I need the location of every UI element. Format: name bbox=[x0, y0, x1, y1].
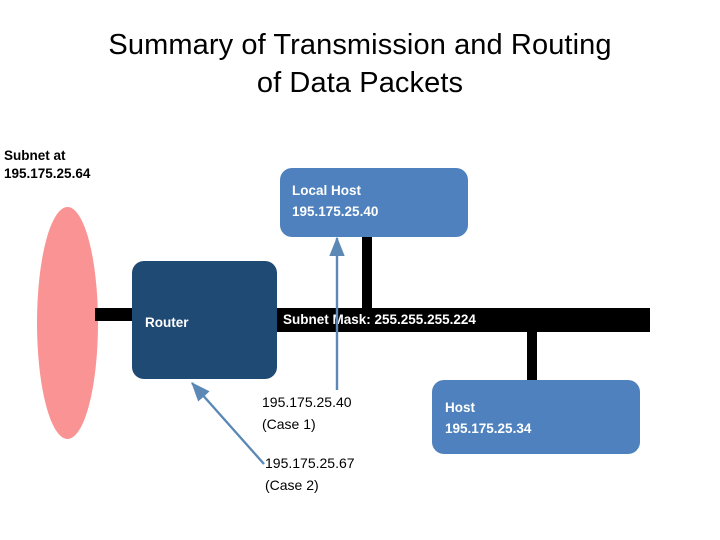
page-title: Summary of Transmission and Routing of D… bbox=[30, 26, 690, 102]
bus-segment-subnet-to-router bbox=[95, 308, 135, 321]
arrow-upleft-icon bbox=[191, 382, 265, 465]
node-host: Host 195.175.25.34 bbox=[432, 380, 640, 454]
bus-segment-main bbox=[277, 308, 650, 332]
node-host-address: 195.175.25.34 bbox=[445, 421, 532, 436]
case2-address: 195.175.25.67 bbox=[265, 455, 355, 471]
case1-address: 195.175.25.40 bbox=[262, 394, 352, 410]
subnet-ellipse-shape bbox=[37, 207, 98, 439]
case1-annotation: 195.175.25.40 (Case 1) bbox=[262, 391, 352, 435]
node-router-name: Router bbox=[145, 315, 189, 330]
title-line-1: Summary of Transmission and Routing bbox=[108, 29, 612, 61]
bus-link-host bbox=[527, 330, 537, 381]
node-local-host: Local Host 195.175.25.40 bbox=[280, 168, 468, 237]
subnet-at-label-line-2: 195.175.25.64 bbox=[4, 166, 91, 181]
bus-link-local-host bbox=[362, 233, 372, 309]
node-host-name: Host bbox=[445, 400, 475, 415]
case2-annotation: 195.175.25.67 (Case 2) bbox=[265, 452, 355, 496]
case1-caption: (Case 1) bbox=[262, 416, 316, 432]
case2-caption: (Case 2) bbox=[265, 477, 319, 493]
subnet-at-label: Subnet at 195.175.25.64 bbox=[4, 147, 90, 183]
title-line-2: of Data Packets bbox=[256, 67, 464, 99]
subnet-mask-label: Subnet Mask: 255.255.255.224 bbox=[283, 312, 476, 327]
node-local-host-address: 195.175.25.40 bbox=[292, 204, 379, 219]
node-local-host-name: Local Host bbox=[292, 183, 362, 198]
node-router: Router bbox=[132, 261, 277, 379]
subnet-at-label-line-1: Subnet at bbox=[4, 148, 66, 163]
